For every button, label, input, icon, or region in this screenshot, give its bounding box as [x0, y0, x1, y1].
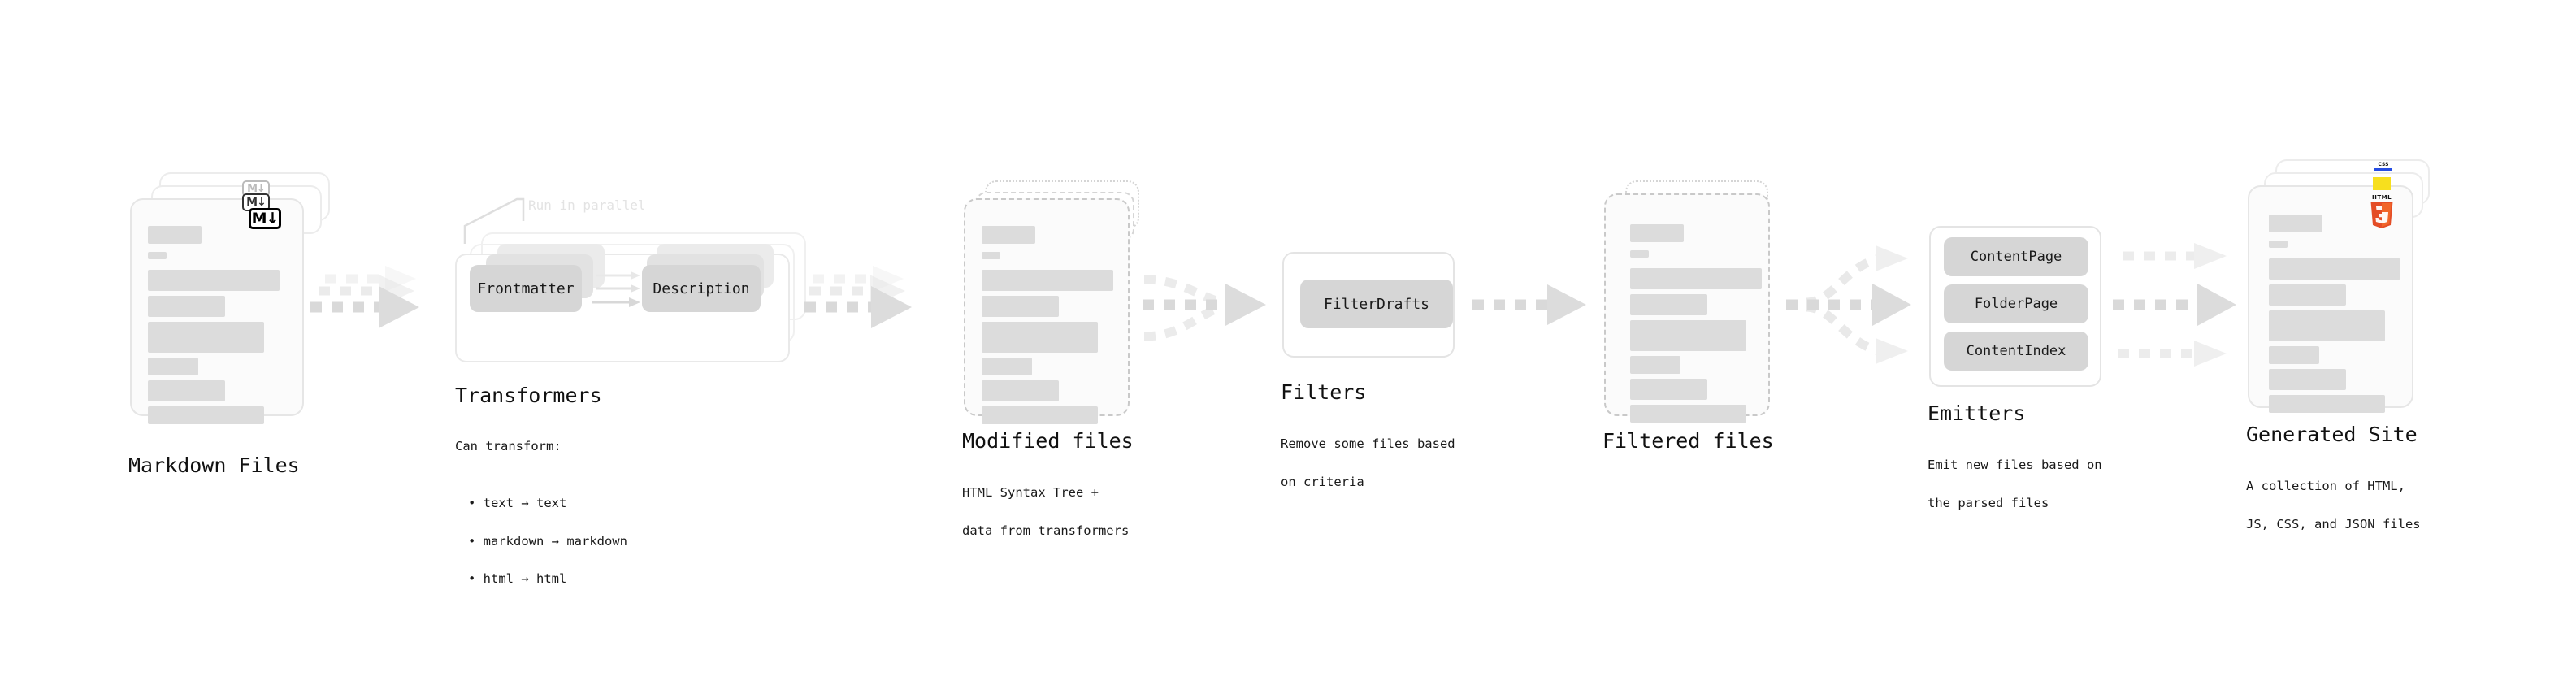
skeleton-line-2 — [2269, 284, 2346, 306]
emitter-chip-contentindex[interactable]: ContentIndex — [1944, 332, 2088, 371]
skeleton-line-5 — [982, 380, 1059, 401]
generated-caption-line-2: JS, CSS, and JSON files — [2246, 516, 2421, 531]
transformers-title: Transformers — [455, 384, 602, 407]
html5-icon: HTML — [2370, 195, 2394, 232]
skeleton-line-4 — [1630, 356, 1680, 374]
connector-transformers-to-modified — [804, 266, 912, 328]
emitters-title: Emitters — [1928, 401, 2026, 425]
emitter-chip-folderpage[interactable]: FolderPage — [1944, 284, 2088, 323]
transformer-chip-frontmatter[interactable]: Frontmatter — [470, 265, 582, 312]
skeleton-line-1 — [1630, 268, 1762, 289]
skeleton-line-1 — [2269, 258, 2400, 280]
transform-item-html: html → html — [468, 570, 627, 588]
generated-site-title: Generated Site — [2246, 423, 2418, 446]
connector-emitters-to-generated — [2113, 243, 2236, 367]
run-in-parallel-label: Run in parallel — [528, 197, 646, 213]
skeleton-line-5 — [148, 380, 225, 401]
skeleton-line-6 — [1630, 405, 1746, 423]
skeleton-line-1 — [982, 270, 1113, 291]
markdown-icon-letter: M — [247, 182, 258, 195]
connector-filtered-to-emitters — [1786, 245, 1911, 364]
markdown-icon-arrow: ↓ — [257, 182, 266, 195]
skeleton-line-4 — [2269, 346, 2319, 364]
filters-title: Filters — [1281, 380, 1367, 404]
skeleton-line-3 — [1630, 320, 1746, 351]
transformer-chip-description[interactable]: Description — [642, 265, 761, 312]
emitter-chip-contentpage[interactable]: ContentPage — [1944, 237, 2088, 276]
filters-caption: Remove some files based on criteria — [1281, 416, 1455, 510]
skeleton-line-4 — [148, 358, 198, 375]
skeleton-line-3 — [148, 322, 264, 353]
skeleton-title — [982, 226, 1035, 244]
transformers-caption-list: text → text markdown → markdown html → h… — [455, 475, 627, 608]
js-icon — [2373, 177, 2391, 190]
skeleton-sub — [1630, 250, 1649, 258]
transformers-caption: Can transform: text → text markdown → ma… — [455, 419, 627, 627]
generated-site-caption: A collection of HTML, JS, CSS, and JSON … — [2246, 458, 2421, 553]
filter-chip-filterdrafts[interactable]: FilterDrafts — [1300, 280, 1453, 328]
skeleton-line-2 — [1630, 294, 1707, 315]
filtered-card-front — [1604, 193, 1770, 423]
markdown-icon-letter: M — [251, 209, 267, 228]
skeleton-line-6 — [148, 406, 264, 424]
connector-filters-to-filtered — [1472, 284, 1586, 325]
skeleton-line-2 — [148, 296, 225, 317]
skeleton-sub — [982, 252, 1000, 259]
skeleton-title — [2269, 215, 2322, 232]
markdown-card-front — [130, 198, 304, 424]
css-icon: CSS — [2374, 163, 2392, 171]
emitters-caption-line-2: the parsed files — [1928, 495, 2049, 510]
html5-icon-shield — [2370, 202, 2393, 228]
modified-files-title: Modified files — [962, 429, 1134, 453]
skeleton-line-5 — [1630, 379, 1707, 400]
emitters-caption-line-1: Emit new files based on — [1928, 458, 2102, 473]
modified-card-front — [964, 198, 1130, 424]
modified-caption-line-2: data from transformers — [962, 523, 1130, 538]
skeleton-sub — [148, 252, 167, 259]
filters-caption-line-1: Remove some files based — [1281, 436, 1455, 452]
transform-item-text: text → text — [468, 494, 627, 513]
css-icon-bar — [2374, 168, 2392, 171]
skeleton-sub — [2269, 241, 2288, 248]
markdown-icon-arrow: ↓ — [257, 196, 267, 209]
skeleton-line-3 — [982, 322, 1098, 353]
modified-files-caption: HTML Syntax Tree + data from transformer… — [962, 465, 1129, 559]
connector-markdown-to-transformers — [310, 266, 419, 328]
modified-caption-line-1: HTML Syntax Tree + — [962, 485, 1099, 501]
connector-modified-to-filters — [1143, 275, 1266, 341]
emitters-caption: Emit new files based on the parsed files — [1928, 437, 2102, 531]
transformers-caption-heading: Can transform: — [455, 439, 562, 454]
skeleton-line-2 — [982, 296, 1059, 317]
skeleton-title — [148, 226, 202, 244]
markdown-icon-arrow: ↓ — [266, 209, 280, 228]
skeleton-line-3 — [2269, 310, 2385, 341]
skeleton-line-5 — [2269, 369, 2346, 390]
markdown-icon: M↓ — [249, 208, 281, 229]
transform-item-markdown: markdown → markdown — [468, 532, 627, 551]
filtered-files-title: Filtered files — [1602, 429, 1774, 453]
skeleton-line-6 — [2269, 395, 2385, 413]
markdown-icon-letter: M — [246, 196, 258, 209]
generated-caption-line-1: A collection of HTML, — [2246, 479, 2405, 494]
filters-caption-line-2: on criteria — [1281, 474, 1364, 489]
skeleton-line-4 — [982, 358, 1032, 375]
skeleton-line-6 — [982, 406, 1098, 424]
css-icon-label: CSS — [2378, 162, 2389, 167]
skeleton-title — [1630, 224, 1684, 242]
html5-icon-label: HTML — [2371, 194, 2392, 201]
skeleton-line-1 — [148, 270, 280, 291]
markdown-files-title: Markdown Files — [128, 453, 300, 477]
js-icon-square — [2373, 177, 2391, 190]
